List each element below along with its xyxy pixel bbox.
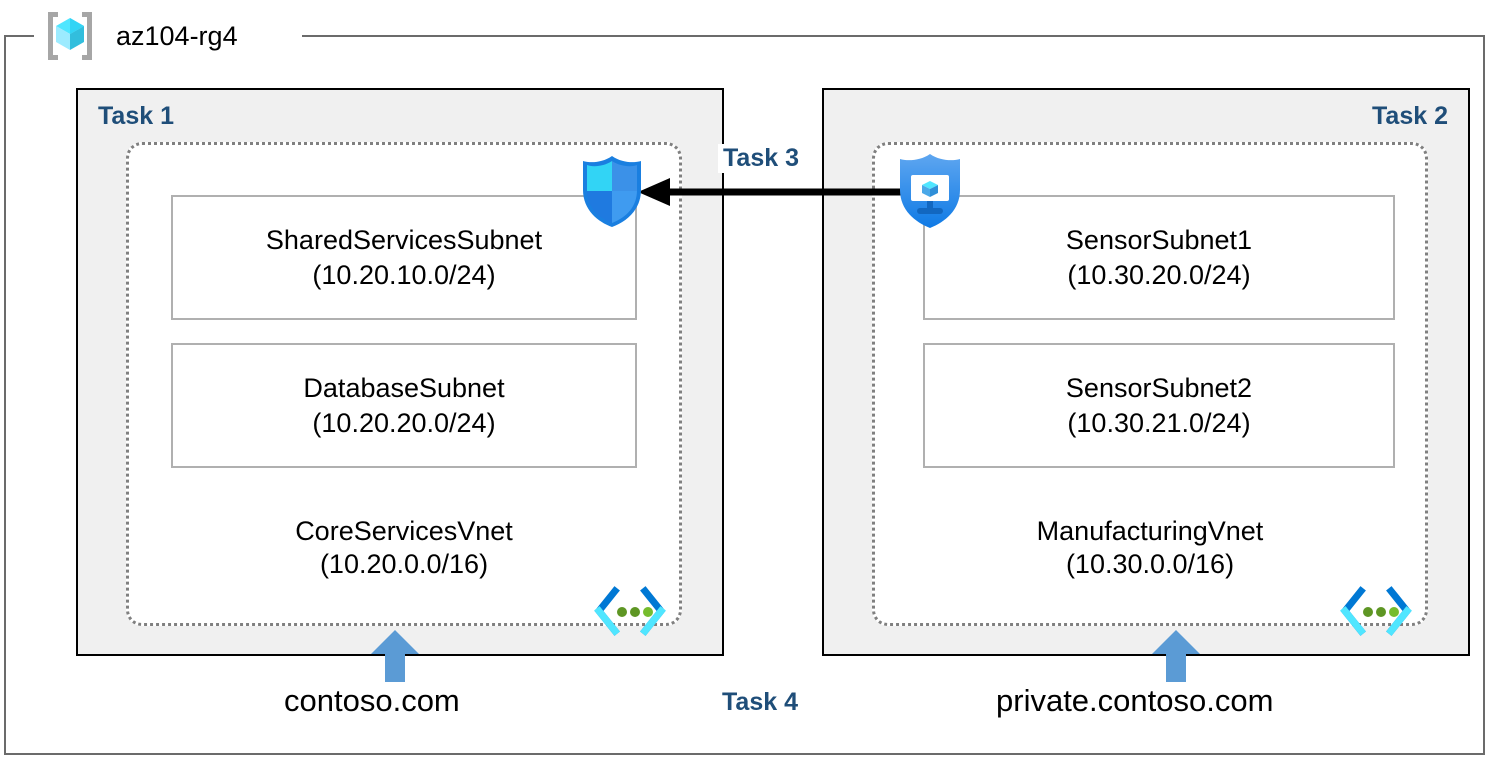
dns-zone-label-private-contoso: private.contoso.com (996, 683, 1274, 718)
resource-group-name: az104-rg4 (110, 22, 244, 50)
task-3-label: Task 3 (718, 144, 804, 173)
subnet-sensorsubnet2: SensorSubnet2 (10.30.21.0/24) (923, 343, 1395, 468)
task-2-label: Task 2 (1372, 102, 1448, 130)
subnet-cidr: (10.30.21.0/24) (1067, 407, 1251, 438)
vnet-name: CoreServicesVnet (295, 516, 513, 546)
dns-zone-label-contoso: contoso.com (284, 683, 460, 718)
resource-group-legend: az104-rg4 (42, 8, 244, 64)
subnet-name: SensorSubnet1 (1065, 224, 1253, 255)
subnet-cidr: (10.20.10.0/24) (312, 259, 496, 290)
task-1-label: Task 1 (98, 102, 174, 130)
resource-group-cube-icon (42, 8, 98, 64)
subnet-sharedservices: SharedServicesSubnet (10.20.10.0/24) (171, 195, 637, 320)
vnet-name: ManufacturingVnet (1036, 516, 1264, 546)
subnet-sensorsubnet1: SensorSubnet1 (10.30.20.0/24) (923, 195, 1395, 320)
subnet-name: DatabaseSubnet (303, 372, 505, 403)
resource-group-boundary (4, 35, 1485, 755)
vnet-label: CoreServicesVnet (10.20.0.0/16) (129, 515, 679, 581)
subnet-name: SharedServicesSubnet (265, 224, 543, 255)
vnet-cidr: (10.30.0.0/16) (1065, 548, 1235, 579)
bastion-shield-monitor-icon (894, 150, 966, 232)
vnet-cidr: (10.20.0.0/16) (319, 548, 489, 579)
subnet-cidr: (10.20.20.0/24) (312, 407, 496, 438)
virtual-network-icon (593, 585, 667, 637)
vnet-coreservices: SharedServicesSubnet (10.20.10.0/24) Dat… (126, 142, 682, 636)
peering-arrow-icon (636, 170, 916, 214)
vnet-manufacturing: SensorSubnet1 (10.30.20.0/24) SensorSubn… (872, 142, 1428, 636)
subnet-database: DatabaseSubnet (10.20.20.0/24) (171, 343, 637, 468)
virtual-network-icon (1339, 585, 1413, 637)
subnet-name: SensorSubnet2 (1065, 372, 1253, 403)
subnet-cidr: (10.30.20.0/24) (1067, 259, 1251, 290)
dns-link-up-arrow-icon (1152, 630, 1200, 682)
task-4-label: Task 4 (722, 688, 798, 716)
dns-link-up-arrow-icon (371, 630, 419, 682)
vnet-label: ManufacturingVnet (10.30.0.0/16) (875, 515, 1425, 581)
network-security-shield-icon (578, 152, 646, 230)
